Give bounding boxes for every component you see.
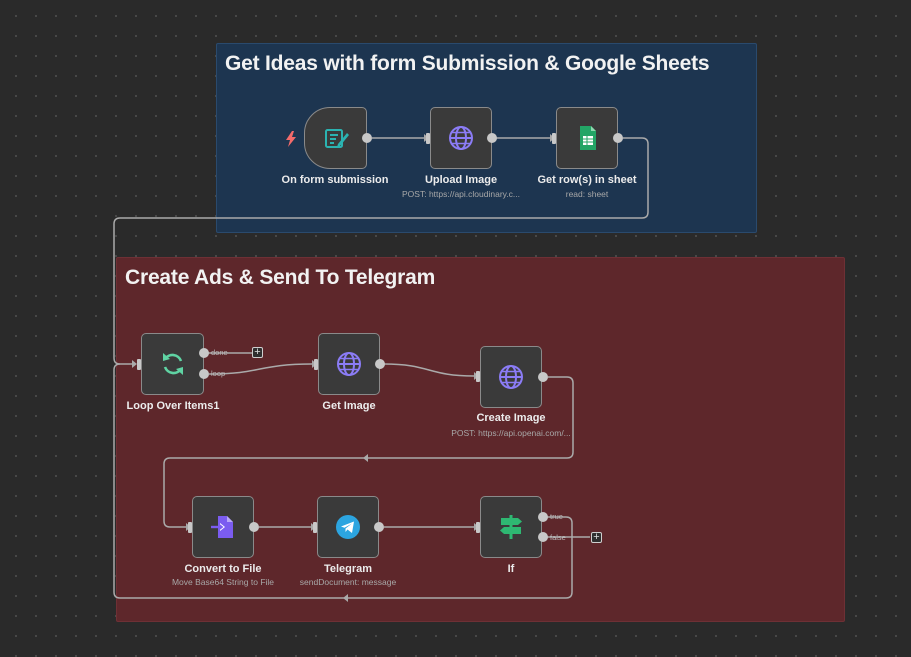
node-sub-convert: Move Base64 String to File — [171, 577, 275, 587]
node-telegram[interactable] — [317, 496, 379, 558]
node-sub-telegram: sendDocument: message — [299, 577, 397, 587]
connection-getimage-createimage[interactable] — [383, 363, 475, 377]
connection-sheets-loop[interactable] — [113, 137, 649, 365]
node-label-form: On form submission — [281, 174, 389, 186]
node-convert-to-file[interactable] — [192, 496, 254, 558]
connection-if-loop[interactable] — [113, 363, 573, 599]
port-label-false: false — [550, 533, 566, 542]
node-sub-sheets: read: sheet — [565, 189, 609, 199]
node-label-createimage: Create Image — [476, 412, 546, 424]
node-create-image[interactable] — [480, 346, 542, 408]
node-upload-image[interactable] — [430, 107, 492, 169]
node-sub-createimage: POST: https://api.openai.com/... — [451, 428, 571, 438]
node-get-rows-sheet[interactable] — [556, 107, 618, 169]
google-sheets-icon — [572, 123, 602, 153]
sticky-note-ads[interactable]: Create Ads & Send To Telegram — [116, 257, 845, 622]
telegram-icon — [333, 512, 363, 542]
input-port-if[interactable] — [476, 522, 480, 533]
node-if[interactable] — [480, 496, 542, 558]
connection-loop-getimage[interactable] — [208, 363, 313, 375]
port-label-loop: loop — [211, 369, 226, 378]
node-label-telegram: Telegram — [323, 563, 373, 575]
connection-createimage-convert[interactable] — [163, 376, 574, 528]
globe-icon — [496, 362, 526, 392]
node-label-sheets: Get row(s) in sheet — [537, 174, 637, 186]
node-label-convert: Convert to File — [184, 563, 262, 575]
input-port-loop[interactable] — [137, 359, 141, 370]
node-label-loop: Loop Over Items1 — [126, 400, 220, 412]
node-get-image[interactable] — [318, 333, 380, 395]
port-label-done: done — [211, 348, 228, 357]
globe-icon — [446, 123, 476, 153]
input-port-createimage[interactable] — [476, 371, 480, 382]
output-port-upload[interactable] — [487, 133, 497, 143]
loop-icon — [158, 349, 188, 379]
signpost-icon — [496, 512, 526, 542]
node-label-getimage: Get Image — [322, 400, 376, 412]
form-icon — [321, 123, 351, 153]
input-port-sheets[interactable] — [552, 133, 556, 144]
sticky-title-ideas: Get Ideas with form Submission & Google … — [225, 52, 710, 75]
input-port-convert[interactable] — [188, 522, 192, 533]
arrow-head-icon — [363, 454, 368, 462]
globe-icon — [334, 349, 364, 379]
output-port-done[interactable] — [199, 348, 209, 358]
input-port-telegram[interactable] — [313, 522, 317, 533]
output-port-sheets[interactable] — [613, 133, 623, 143]
arrow-head-icon — [343, 594, 348, 602]
arrow-head-icon — [132, 360, 137, 368]
node-sub-upload: POST: https://api.cloudinary.c... — [402, 189, 520, 199]
add-node-button-false[interactable]: + — [591, 532, 602, 543]
output-port-telegram[interactable] — [374, 522, 384, 532]
output-port-false[interactable] — [538, 532, 548, 542]
lightning-icon — [285, 131, 297, 147]
output-port-true[interactable] — [538, 512, 548, 522]
convert-file-icon — [208, 512, 238, 542]
sticky-title-ads: Create Ads & Send To Telegram — [125, 266, 436, 289]
output-port-loop[interactable] — [199, 369, 209, 379]
port-label-true: true — [550, 512, 563, 521]
output-port-createimage[interactable] — [538, 372, 548, 382]
node-loop-over-items[interactable] — [141, 333, 204, 395]
input-port-upload[interactable] — [426, 133, 430, 144]
node-on-form-submission[interactable] — [304, 107, 367, 169]
add-node-button-done[interactable]: + — [252, 347, 263, 358]
input-port-getimage[interactable] — [314, 359, 318, 370]
node-label-upload: Upload Image — [424, 174, 498, 186]
output-port-convert[interactable] — [249, 522, 259, 532]
node-label-if: If — [507, 563, 515, 575]
output-port-form[interactable] — [362, 133, 372, 143]
output-port-getimage[interactable] — [375, 359, 385, 369]
